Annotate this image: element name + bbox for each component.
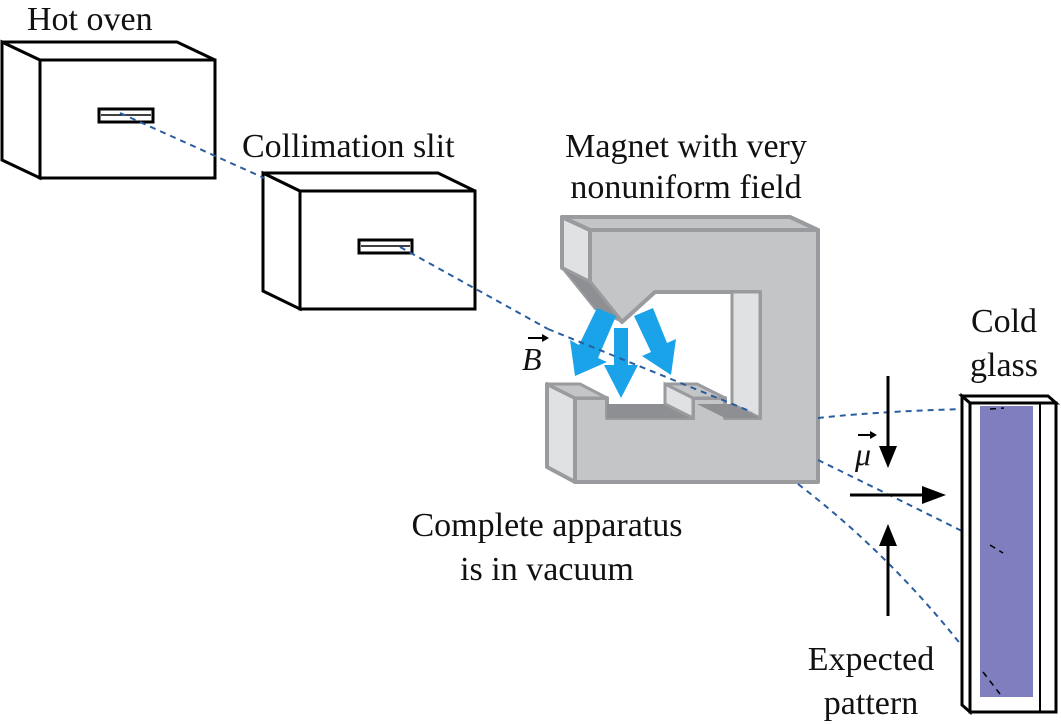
magnet-label-line2: nonuniform field: [570, 169, 801, 206]
field-arrows: [570, 308, 676, 398]
field-symbol-letter: B: [522, 341, 542, 377]
beam-oven-to-slit: [119, 112, 265, 179]
field-symbol: B: [522, 334, 549, 377]
pattern-mark-top: [989, 407, 1005, 410]
moment-arrow-up-head: [879, 524, 897, 546]
moment-arrows: [850, 376, 946, 616]
moment-symbol: μ: [854, 431, 877, 472]
glass-coating: [980, 406, 1033, 697]
slit-side: [261, 170, 302, 312]
cold-glass-plate: [958, 392, 1060, 716]
moment-vector-tip: [870, 431, 877, 439]
magnet-lower-left-top: [546, 382, 608, 400]
expected-pattern-label-line2: pattern: [824, 685, 918, 722]
moment-arrow-down-head: [879, 446, 897, 468]
hot-oven: [0, 39, 217, 181]
cold-glass-label-line1: Cold: [971, 303, 1037, 340]
field-arrow-left: [570, 308, 616, 376]
apparatus-label-line1: Complete apparatus: [412, 507, 683, 544]
moment-symbol-letter: μ: [854, 436, 871, 472]
apparatus-label-line2: is in vacuum: [460, 551, 634, 588]
collimation-slit: [261, 170, 477, 312]
beam-down: [797, 483, 996, 691]
magnet-tooth-side: [663, 381, 695, 421]
magnet: [545, 215, 820, 484]
field-arrow-center: [604, 328, 638, 398]
magnet-label-line1: Magnet with very: [565, 128, 807, 165]
pattern-mark-center: [989, 544, 1004, 554]
magnet-inner-wall: [730, 290, 762, 421]
magnet-lower-left-side: [545, 382, 577, 484]
expected-pattern-label-line1: Expected: [808, 641, 935, 678]
hot-oven-label: Hot oven: [27, 1, 153, 38]
oven-top: [1, 40, 216, 62]
cold-glass-label-line2: glass: [970, 347, 1038, 384]
collimation-slit-label: Collimation slit: [242, 128, 455, 165]
magnet-groove-right: [697, 404, 760, 418]
magnet-face: [573, 228, 820, 484]
beam-through-magnet: [547, 328, 753, 413]
pattern-mark-bottom: [982, 671, 1001, 695]
moment-arrow-right-head: [922, 486, 946, 504]
field-arrow-right: [634, 308, 676, 375]
magnet-pole-tip-shadow: [561, 267, 623, 323]
oven-side: [0, 39, 42, 181]
slit-top: [262, 171, 476, 193]
field-vector-tip: [542, 334, 549, 342]
magnet-top: [560, 215, 820, 232]
